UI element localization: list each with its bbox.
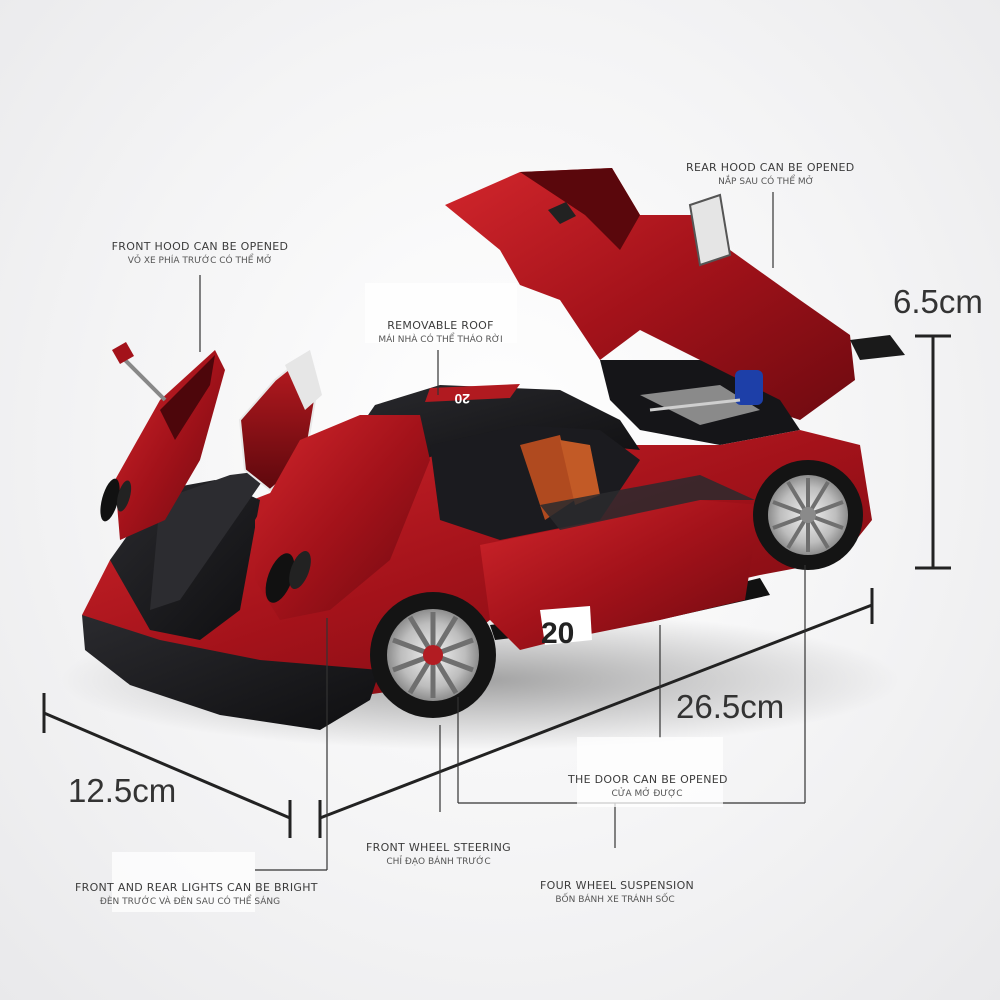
roof-caption-vi: MÁI NHÀ CÓ THỂ THÁO RỜI	[378, 335, 503, 345]
steering-caption-vi: CHỈ ĐẠO BÁNH TRƯỚC	[386, 857, 491, 867]
lights-caption-en: FRONT AND REAR LIGHTS CAN BE BRIGHT	[75, 881, 318, 894]
steering-caption-en: FRONT WHEEL STEERING	[366, 841, 511, 854]
roof-number: 20	[454, 391, 470, 407]
right-door: 20	[480, 475, 760, 650]
door-label-plate	[577, 737, 723, 807]
height-dimension: 6.5cm	[893, 283, 983, 320]
front-hood-caption-en: FRONT HOOD CAN BE OPENED	[111, 240, 289, 253]
roof-caption-en: REMOVABLE ROOF	[387, 319, 494, 332]
dimension-lines	[42, 334, 951, 838]
rear-hood-caption-en: REAR HOOD CAN BE OPENED	[686, 161, 855, 174]
roof-caption: REMOVABLE ROOF MÁI NHÀ CÓ THỂ THÁO RỜI	[368, 319, 513, 345]
rear-hood-caption-vi: NẮP SAU CÓ THỂ MỞ	[718, 177, 814, 187]
rear-hood	[445, 168, 905, 420]
lights-label-plate	[112, 852, 255, 912]
steering-caption: FRONT WHEEL STEERING CHỈ ĐẠO BÁNH TRƯỚC	[366, 841, 511, 867]
suspension-caption-vi: BỐN BÁNH XE TRÁNH SỐC	[555, 895, 675, 905]
lights-caption: FRONT AND REAR LIGHTS CAN BE BRIGHT ĐÈN …	[75, 881, 318, 907]
front-wheel	[370, 592, 496, 718]
lights-caption-vi: ĐÈN TRƯỚC VÀ ĐÈN SAU CÓ THỂ SÁNG	[99, 897, 281, 907]
rear-wheel	[753, 460, 863, 570]
front-hood-caption: FRONT HOOD CAN BE OPENED VỎ XE PHÍA TRƯỚ…	[110, 240, 290, 266]
door-caption-vi: CỬA MỞ ĐƯỢC	[611, 789, 683, 799]
suspension-caption: FOUR WHEEL SUSPENSION BỐN BÁNH XE TRÁNH …	[540, 879, 695, 905]
engine-bay	[600, 360, 800, 445]
door-number: 20	[541, 617, 574, 650]
width-dimension: 12.5cm	[68, 772, 177, 809]
suspension-caption-en: FOUR WHEEL SUSPENSION	[540, 879, 695, 892]
door-caption: THE DOOR CAN BE OPENED CỬA MỞ ĐƯỢC	[568, 773, 728, 799]
door-caption-en: THE DOOR CAN BE OPENED	[568, 773, 728, 786]
rear-hood-caption: REAR HOOD CAN BE OPENED NẮP SAU CÓ THỂ M…	[686, 161, 855, 187]
front-fender	[100, 415, 430, 620]
front-hood	[112, 342, 225, 540]
length-dimension: 26.5cm	[676, 688, 785, 725]
front-hood-caption-vi: VỎ XE PHÍA TRƯỚC CÓ THỂ MỞ	[127, 256, 273, 266]
roof-label-plate	[365, 283, 517, 343]
